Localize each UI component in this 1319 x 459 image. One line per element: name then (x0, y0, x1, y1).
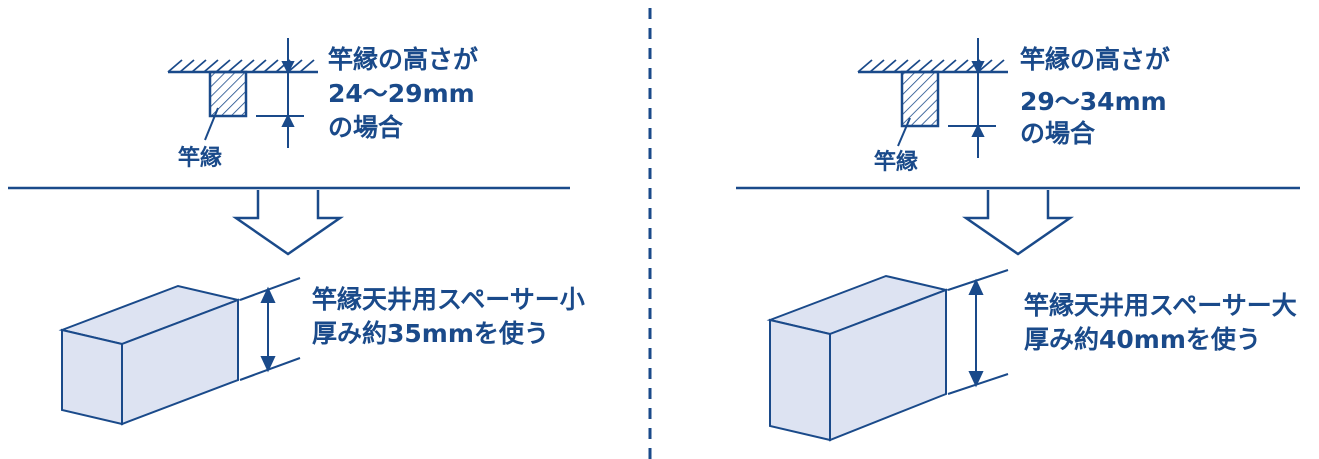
height-dimension (948, 38, 996, 158)
spacer-text-line1: 竿縁天井用スペーサー小 (312, 285, 585, 314)
height-text-line1: 竿縁の高さが (328, 45, 479, 74)
ceiling-hatch (167, 59, 318, 74)
spacer-text-line2: 厚み約40mmを使う (1024, 325, 1261, 354)
panel-small-spacer: 竿縁の高さが 24〜29mm の場合 竿縁 竿縁天井用スペーサー小 厚み約35m… (0, 0, 659, 459)
spacer-box (766, 274, 950, 442)
height-text-line3: の場合 (328, 113, 404, 142)
height-text-line2: 24〜29mm (328, 79, 475, 108)
ceiling-frame-diagram (8, 38, 570, 426)
height-dimension (256, 38, 304, 148)
ceiling-frame-diagram (736, 38, 1300, 442)
height-text-line2: 29〜34mm (1020, 87, 1167, 116)
height-text-line3: の場合 (1020, 119, 1096, 148)
frame-section (900, 70, 940, 128)
down-arrow-icon (231, 190, 345, 256)
thickness-dimension (947, 269, 1009, 395)
frame-label: 竿縁 (874, 150, 919, 175)
height-text-line1: 竿縁の高さが (1020, 45, 1171, 74)
ceiling-hatch (857, 59, 1008, 74)
thickness-dimension (239, 277, 301, 381)
frame-label: 竿縁 (178, 146, 223, 171)
frame-section (208, 70, 248, 118)
spacer-text-line1: 竿縁天井用スペーサー大 (1024, 291, 1297, 320)
spacer-text-line2: 厚み約35mmを使う (312, 319, 549, 348)
spacer-box (58, 284, 242, 426)
panel-large-spacer: 竿縁の高さが 29〜34mm の場合 竿縁 竿縁天井用スペーサー大 厚み約40m… (660, 0, 1319, 459)
down-arrow-icon (961, 190, 1075, 256)
